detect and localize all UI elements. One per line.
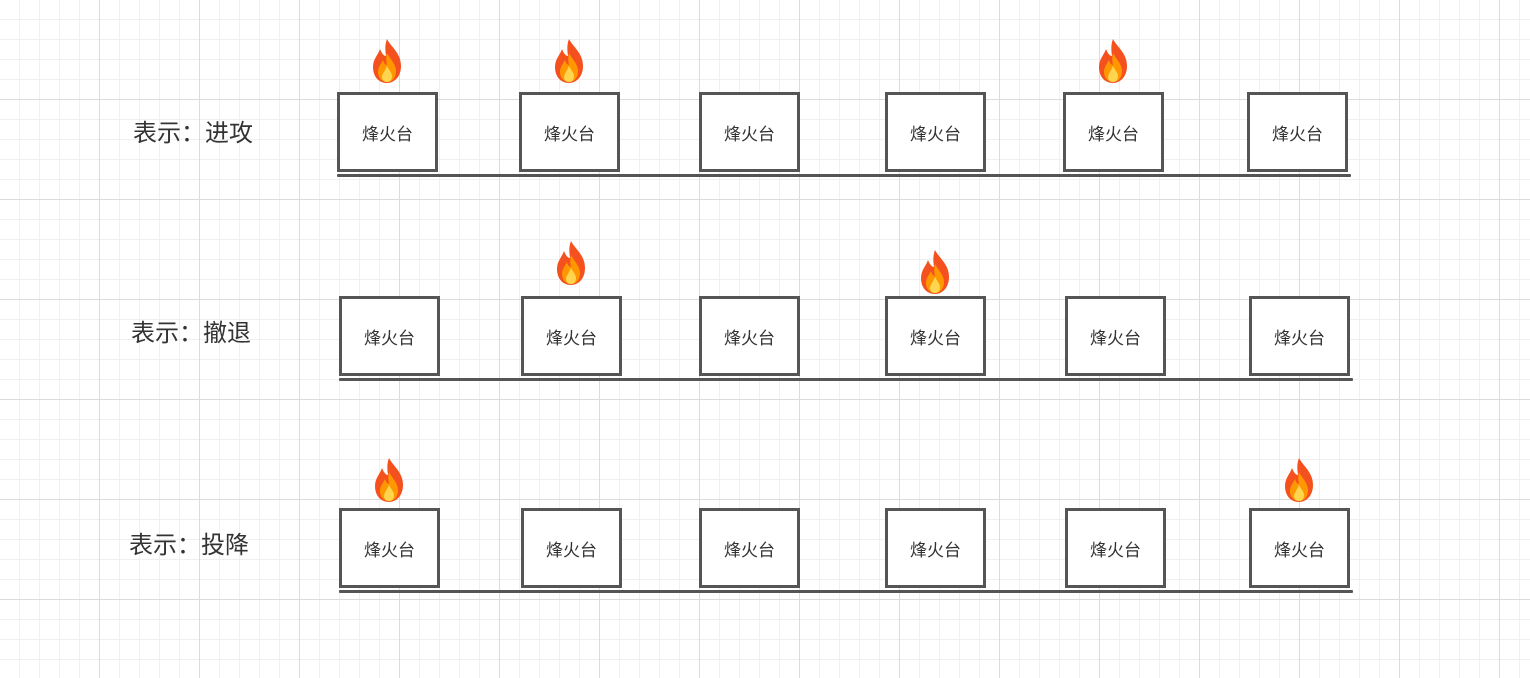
- beacon-tower-label: 烽火台: [546, 540, 597, 561]
- beacon-tower-label: 烽火台: [1274, 540, 1325, 561]
- beacon-tower: 烽火台: [699, 92, 800, 172]
- diagram-canvas: 表示：进攻烽火台烽火台烽火台烽火台烽火台烽火台表示：撤退烽火台烽火台烽火台烽火台…: [0, 39, 1530, 593]
- baseline: [339, 590, 1353, 593]
- beacon-tower: 烽火台: [885, 508, 986, 588]
- beacon-tower-label: 烽火台: [910, 328, 961, 349]
- beacon-tower-label: 烽火台: [1090, 328, 1141, 349]
- beacon-tower: 烽火台: [339, 508, 440, 588]
- beacon-tower: 烽火台: [1063, 92, 1164, 172]
- fire-icon: [367, 37, 407, 85]
- beacon-tower: 烽火台: [885, 92, 986, 172]
- baseline: [339, 378, 1353, 381]
- beacon-tower-label: 烽火台: [364, 328, 415, 349]
- beacon-tower-label: 烽火台: [910, 540, 961, 561]
- row-label: 表示：投降: [129, 531, 249, 559]
- beacon-tower-label: 烽火台: [1088, 124, 1139, 145]
- beacon-tower-label: 烽火台: [544, 124, 595, 145]
- beacon-tower-label: 烽火台: [1274, 328, 1325, 349]
- fire-icon: [551, 239, 591, 287]
- fire-icon: [369, 456, 409, 504]
- row-label: 表示：进攻: [133, 119, 253, 147]
- beacon-tower: 烽火台: [1065, 296, 1166, 376]
- row-label: 表示：撤退: [131, 319, 251, 347]
- beacon-tower-label: 烽火台: [724, 328, 775, 349]
- beacon-tower-label: 烽火台: [724, 124, 775, 145]
- fire-icon: [1093, 37, 1133, 85]
- signal-row-1: 表示：进攻 烽火台 烽火台 烽火台 烽火台 烽火台 烽火台: [0, 39, 1530, 262]
- beacon-tower: 烽火台: [339, 296, 440, 376]
- beacon-tower: 烽火台: [1065, 508, 1166, 588]
- beacon-tower: 烽火台: [521, 296, 622, 376]
- beacon-tower: 烽火台: [885, 296, 986, 376]
- beacon-tower: 烽火台: [521, 508, 622, 588]
- fire-icon: [1279, 456, 1319, 504]
- beacon-tower: 烽火台: [1249, 296, 1350, 376]
- beacon-tower: 烽火台: [1247, 92, 1348, 172]
- beacon-tower-label: 烽火台: [1090, 540, 1141, 561]
- beacon-tower: 烽火台: [699, 296, 800, 376]
- signal-row-3: 表示：投降 烽火台 烽火台 烽火台 烽火台 烽火台 烽火台: [0, 458, 1530, 678]
- fire-icon: [549, 37, 589, 85]
- baseline: [337, 174, 1351, 177]
- beacon-tower: 烽火台: [699, 508, 800, 588]
- beacon-tower-label: 烽火台: [724, 540, 775, 561]
- beacon-tower-label: 烽火台: [1272, 124, 1323, 145]
- beacon-tower-label: 烽火台: [910, 124, 961, 145]
- signal-row-2: 表示：撤退 烽火台 烽火台 烽火台 烽火台 烽火台 烽火台: [0, 241, 1530, 466]
- beacon-tower-label: 烽火台: [364, 540, 415, 561]
- beacon-tower: 烽火台: [1249, 508, 1350, 588]
- beacon-tower: 烽火台: [519, 92, 620, 172]
- fire-icon: [915, 248, 955, 296]
- beacon-tower-label: 烽火台: [546, 328, 597, 349]
- beacon-tower: 烽火台: [337, 92, 438, 172]
- beacon-tower-label: 烽火台: [362, 124, 413, 145]
